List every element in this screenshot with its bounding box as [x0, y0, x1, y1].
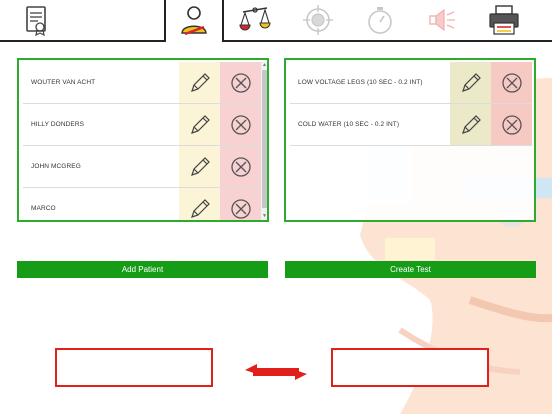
patient-row[interactable]: JOHN MCGREG	[23, 146, 261, 188]
edit-test-button[interactable]	[450, 62, 491, 103]
selected-test-slot[interactable]	[331, 348, 489, 387]
pencil-icon	[190, 72, 210, 92]
pencil-icon	[461, 114, 481, 134]
close-circle-icon	[230, 72, 251, 93]
edit-test-button[interactable]	[450, 104, 491, 145]
test-row[interactable]: LOW VOLTAGE LEGS (10 SEC - 0.2 INT)	[290, 62, 532, 104]
delete-patient-button[interactable]	[220, 104, 261, 145]
close-circle-icon	[230, 114, 251, 135]
patient-row[interactable]: MARCO	[23, 188, 261, 220]
scroll-down-arrow-icon[interactable]: ▼	[262, 213, 267, 219]
edit-patient-button[interactable]	[179, 104, 220, 145]
close-circle-icon	[501, 114, 522, 135]
patient-name: MARCO	[23, 188, 179, 220]
edit-patient-button[interactable]	[179, 188, 220, 220]
selected-patient-slot[interactable]	[55, 348, 213, 387]
stopwatch-icon	[368, 7, 392, 34]
certificate-icon	[26, 6, 46, 37]
add-patient-button[interactable]: Add Patient	[17, 261, 268, 278]
stopwatch-tool-button[interactable]	[360, 2, 400, 38]
edit-patient-button[interactable]	[179, 62, 220, 103]
patient-tab-button[interactable]	[174, 2, 214, 38]
patient-icon	[181, 6, 207, 36]
toolbar-divider-right	[224, 40, 552, 42]
close-circle-icon	[230, 198, 251, 219]
speaker-tool-button[interactable]	[422, 2, 462, 38]
delete-patient-button[interactable]	[220, 62, 261, 103]
patient-name: HILLY DONDERS	[23, 104, 179, 145]
pencil-icon	[461, 72, 481, 92]
patient-name: WOUTER VAN ACHT	[23, 62, 179, 103]
target-icon	[303, 5, 333, 35]
top-toolbar	[0, 0, 552, 42]
edit-patient-button[interactable]	[179, 146, 220, 187]
target-tool-button[interactable]	[298, 2, 338, 38]
speaker-icon	[429, 8, 455, 32]
scroll-up-arrow-icon[interactable]: ▲	[262, 62, 267, 68]
print-tool-button[interactable]	[484, 2, 524, 38]
test-list-panel: LOW VOLTAGE LEGS (10 SEC - 0.2 INT) COLD…	[284, 58, 536, 222]
create-test-button[interactable]: Create Test	[285, 261, 536, 278]
test-name: COLD WATER (10 SEC - 0.2 INT)	[290, 104, 450, 145]
pencil-icon	[190, 114, 210, 134]
patient-list-panel: WOUTER VAN ACHT HILLY DONDERS JOHN MCGRE…	[17, 58, 269, 222]
printer-icon	[489, 5, 519, 35]
scrollbar-thumb[interactable]	[262, 70, 267, 208]
swap-arrows-icon[interactable]	[243, 362, 309, 382]
close-circle-icon	[501, 72, 522, 93]
patient-name: JOHN MCGREG	[23, 146, 179, 187]
toolbar-divider-left	[0, 40, 166, 42]
delete-patient-button[interactable]	[220, 188, 261, 220]
close-circle-icon	[230, 156, 251, 177]
patient-list-scrollbar[interactable]: ▲ ▼	[261, 62, 267, 220]
delete-test-button[interactable]	[491, 104, 532, 145]
certificate-tool-button[interactable]	[16, 2, 56, 38]
patient-row[interactable]: HILLY DONDERS	[23, 104, 261, 146]
delete-patient-button[interactable]	[220, 146, 261, 187]
balance-tool-button[interactable]	[235, 2, 275, 38]
patient-row[interactable]: WOUTER VAN ACHT	[23, 62, 261, 104]
pencil-icon	[190, 156, 210, 176]
test-row[interactable]: COLD WATER (10 SEC - 0.2 INT)	[290, 104, 532, 146]
pencil-icon	[190, 198, 210, 218]
delete-test-button[interactable]	[491, 62, 532, 103]
test-name: LOW VOLTAGE LEGS (10 SEC - 0.2 INT)	[290, 62, 450, 103]
balance-scale-icon	[239, 7, 271, 31]
